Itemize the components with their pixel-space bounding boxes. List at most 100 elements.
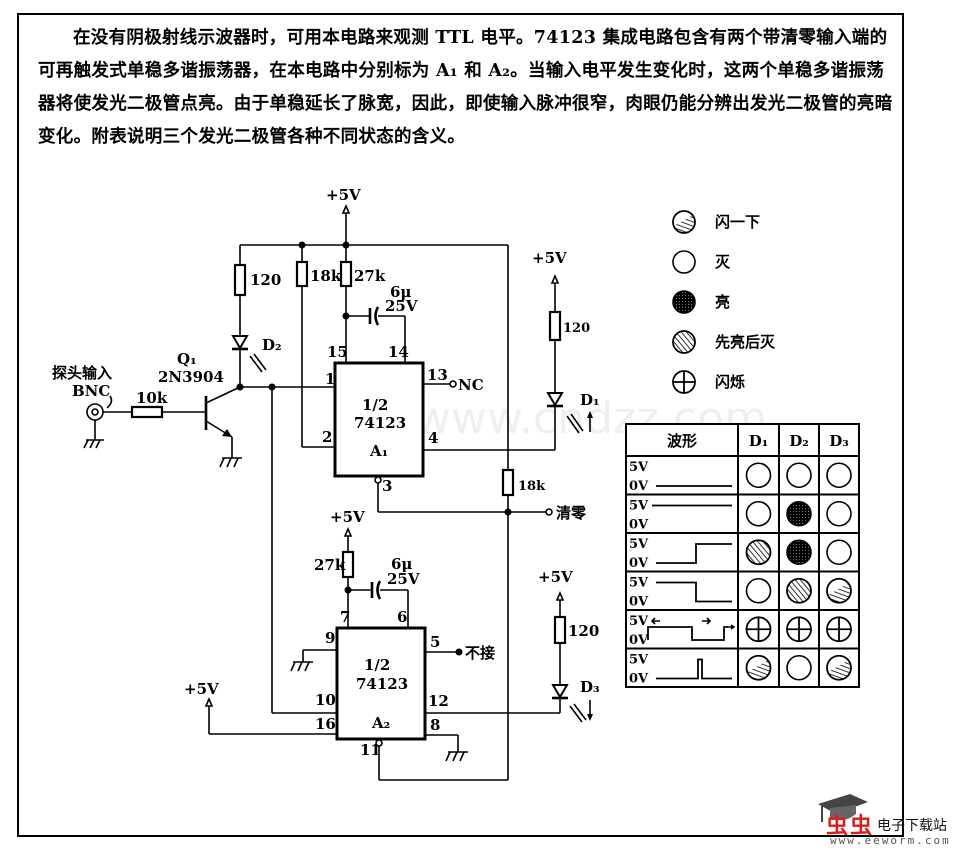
table-header: 波形 (667, 432, 697, 450)
arrow-left-icon (650, 617, 660, 625)
led-state-off-icon (826, 539, 852, 566)
transistor-part: 2N3904 (158, 368, 224, 386)
legend-item: 亮 (672, 290, 730, 314)
capacitor-a1-voltage: 25V (385, 297, 418, 315)
led-state-on-then-off-icon (672, 330, 696, 354)
a2-pin12: 12 (428, 692, 449, 710)
legend-item: 闪烁 (672, 370, 745, 394)
a1-pin13: 13 (427, 366, 448, 384)
led-state-on-then-off-icon (786, 577, 812, 604)
legend-label: 先亮后灭 (715, 333, 776, 351)
led-state-blinking-icon (672, 370, 696, 394)
waveform-narrow-pulse (656, 658, 732, 680)
logo-site-name: 电子下载站 (877, 818, 947, 834)
a2-pin6: 6 (397, 608, 407, 626)
vcc-label: +5V (184, 680, 219, 698)
a2-unconnected-label: 不接 (465, 644, 495, 662)
graduation-cap-icon (818, 794, 868, 822)
led-state-off-icon (745, 577, 772, 604)
d1-supply-label: +5V (532, 249, 567, 267)
clear-terminal (545, 508, 553, 516)
resistor-18k-clear (501, 468, 515, 497)
capacitor-a2-voltage: 25V (387, 570, 420, 588)
level-low-label: 0V (629, 479, 649, 494)
led-d1-label: D₁ (580, 391, 600, 409)
transistor-q1: Q₁ 2N3904 (158, 350, 242, 468)
diagram-border (17, 13, 904, 837)
resistor-18k (295, 260, 309, 288)
ground-icon (290, 661, 313, 672)
table-header: D₃ (829, 432, 849, 450)
resistor-120-d3-label: 120 (568, 622, 599, 640)
level-low-label: 0V (629, 556, 649, 571)
ground-icon (445, 751, 468, 762)
resistor-27k-a1 (339, 260, 353, 288)
resistor-10k-label: 10k (136, 389, 168, 407)
a2-pin16: 16 (315, 715, 336, 733)
resistor-120-d2 (233, 263, 247, 297)
clear-circuit: 18k 清零 (501, 245, 587, 780)
led-state-off-icon (786, 462, 812, 489)
d3-branch: +5V 120 D₃ (538, 568, 600, 723)
capacitor-a2-icon (376, 580, 382, 600)
level-high-label: 5V (629, 576, 649, 591)
legend-label: 闪烁 (715, 373, 745, 391)
a2-pin8: 8 (430, 716, 440, 734)
led-state-blinking-icon (786, 616, 812, 643)
table-frame (625, 423, 860, 688)
capacitor-a1-icon (374, 306, 380, 326)
d2-branch: 120 D₂ (231, 244, 508, 714)
resistor-10k (130, 405, 164, 419)
led-state-blinking-icon (745, 616, 772, 643)
supply-top-label: +5V (326, 186, 361, 204)
a2-half-label: 1/2 (364, 656, 390, 674)
a1-part-label: 74123 (354, 414, 406, 432)
level-high-label: 5V (629, 499, 649, 514)
led-state-on-then-off-icon (745, 539, 772, 566)
resistor-120-d2-label: 120 (250, 271, 281, 289)
led-state-on-icon (786, 500, 812, 527)
level-high-label: 5V (629, 537, 649, 552)
a2-pin11: 11 (360, 741, 381, 759)
bnc-label: BNC (72, 382, 110, 400)
ic-a2: 1/2 74123 A₂ 5 6 7 8 9 10 11 12 16 不接 (290, 608, 560, 781)
resistor-18k-clear-label: 18k (518, 479, 546, 494)
table-header: D₂ (789, 432, 809, 450)
arrow-right-icon (702, 617, 712, 625)
a2-timing: +5V 27k 6μ 25V (314, 508, 420, 628)
a1-nc-label: NC (458, 376, 484, 394)
a2-vcc: +5V (184, 680, 337, 735)
site-logo: 虫虫 电子下载站 www.eeworm.com (812, 792, 960, 850)
legend-item: 先亮后灭 (672, 330, 776, 354)
a1-pin2: 2 (322, 428, 332, 446)
level-low-label: 0V (629, 518, 649, 533)
level-low-label: 0V (629, 633, 649, 648)
a1-pin1: 1 (325, 370, 335, 388)
a1-pin14: 14 (388, 343, 409, 361)
led-d1-light-icon (566, 411, 593, 434)
resistor-27k-a2-label: 27k (314, 556, 346, 574)
waveform-pulse-train (647, 626, 728, 641)
led-state-off-icon (672, 250, 696, 274)
led-d2-label: D₂ (262, 336, 282, 354)
level-low-label: 0V (629, 672, 649, 687)
a1-pin15: 15 (327, 343, 348, 361)
probe-input: 探头输入 BNC 10k (52, 364, 205, 449)
waveform-rising-edge (656, 543, 732, 564)
description-paragraph: 在没有阴极射线示波器时，可用本电路来观测 TTL 电平。74123 集成电路包含… (38, 28, 893, 147)
legend-item: 灭 (672, 250, 731, 274)
ground-icon (83, 439, 104, 449)
legend-label: 灭 (714, 253, 731, 271)
table-header: D₁ (749, 432, 769, 450)
pin2-pullup: 18k (295, 241, 342, 448)
led-state-blinking-icon (826, 616, 852, 643)
transistor-ref: Q₁ (177, 350, 197, 368)
led-state-on-icon (672, 290, 696, 314)
a2-pin10: 10 (315, 691, 336, 709)
legend-label: 闪一下 (715, 213, 760, 231)
